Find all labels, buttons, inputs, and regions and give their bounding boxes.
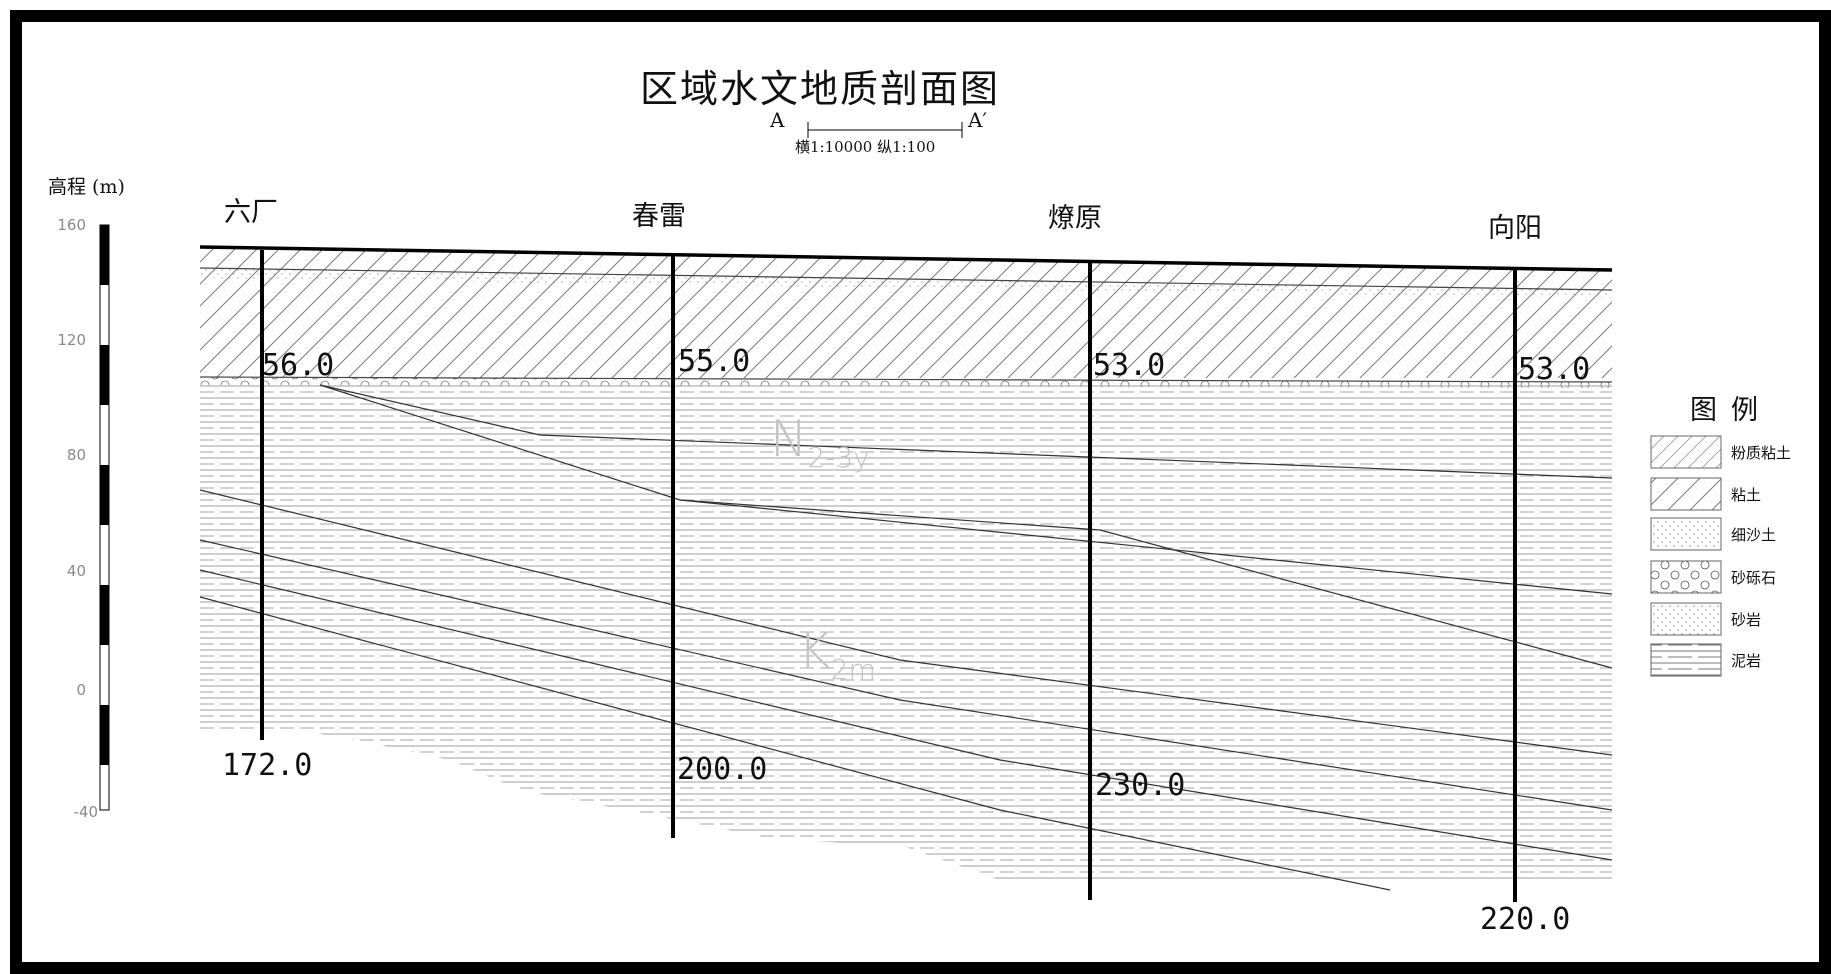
borehole-name: 向阳 <box>1488 213 1542 244</box>
elevation-ruler <box>99 224 110 811</box>
legend-label: 泥岩 <box>1731 652 1762 670</box>
fine-sand-strip <box>200 268 1612 298</box>
elevation-tick: -40 <box>73 803 99 821</box>
legend-label: 砂岩 <box>1731 611 1762 629</box>
borehole-name: 燎原 <box>1048 203 1102 234</box>
legend-swatch-mudstone <box>1650 643 1722 677</box>
borehole-lines <box>260 250 1517 902</box>
borehole-depth: 230.0 <box>1095 768 1186 803</box>
section-end-label: A′ <box>968 108 987 132</box>
legend-swatch-silty-clay <box>1650 435 1722 469</box>
legend-title: 图例 <box>1690 395 1772 426</box>
legend-swatches <box>1650 435 1722 677</box>
elevation-axis-label: 高程 (m) <box>48 176 125 198</box>
borehole-top-value: 55.0 <box>678 344 751 379</box>
gravel-top-line <box>199 376 1613 383</box>
borehole-top-value: 53.0 <box>1518 352 1591 387</box>
elevation-tick: 80 <box>66 446 86 464</box>
ground-surface-line <box>199 245 1613 272</box>
elevation-tick: 40 <box>66 562 86 580</box>
layer-boundary-line <box>199 267 1613 291</box>
section-scale-bar <box>807 122 963 138</box>
borehole-name: 六厂 <box>224 197 278 228</box>
legend-swatch-sandstone <box>1650 602 1722 636</box>
legend-swatch-fine-sand <box>1650 517 1722 551</box>
diagram-title: 区域水文地质剖面图 <box>640 67 1001 111</box>
section-start-label: A <box>770 108 785 132</box>
legend-label: 粉质粘土 <box>1731 444 1792 462</box>
borehole-top-value: 56.0 <box>262 348 335 383</box>
legend-label: 砂砾石 <box>1731 569 1777 587</box>
bedding-lines <box>199 384 1613 891</box>
elevation-tick: 120 <box>57 331 86 349</box>
formation-label-k: K2m <box>798 622 876 686</box>
section-scale-text: 横1:10000 纵1:100 <box>795 138 936 156</box>
borehole-name: 春雷 <box>632 201 686 232</box>
legend-swatch-clay <box>1650 477 1722 511</box>
legend-label: 细沙土 <box>1731 526 1777 544</box>
legend-label: 粘土 <box>1731 486 1762 504</box>
legend-swatch-gravel <box>1650 560 1722 594</box>
elevation-tick: 0 <box>76 681 86 699</box>
borehole-depth: 220.0 <box>1480 902 1571 937</box>
borehole-top-value: 53.0 <box>1093 348 1166 383</box>
formation-label-n: N2-3y <box>770 410 870 474</box>
borehole-depth: 200.0 <box>677 752 768 787</box>
mudstone-bedrock <box>200 384 1612 880</box>
borehole-depth: 172.0 <box>222 748 313 783</box>
elevation-tick: 160 <box>57 216 86 234</box>
